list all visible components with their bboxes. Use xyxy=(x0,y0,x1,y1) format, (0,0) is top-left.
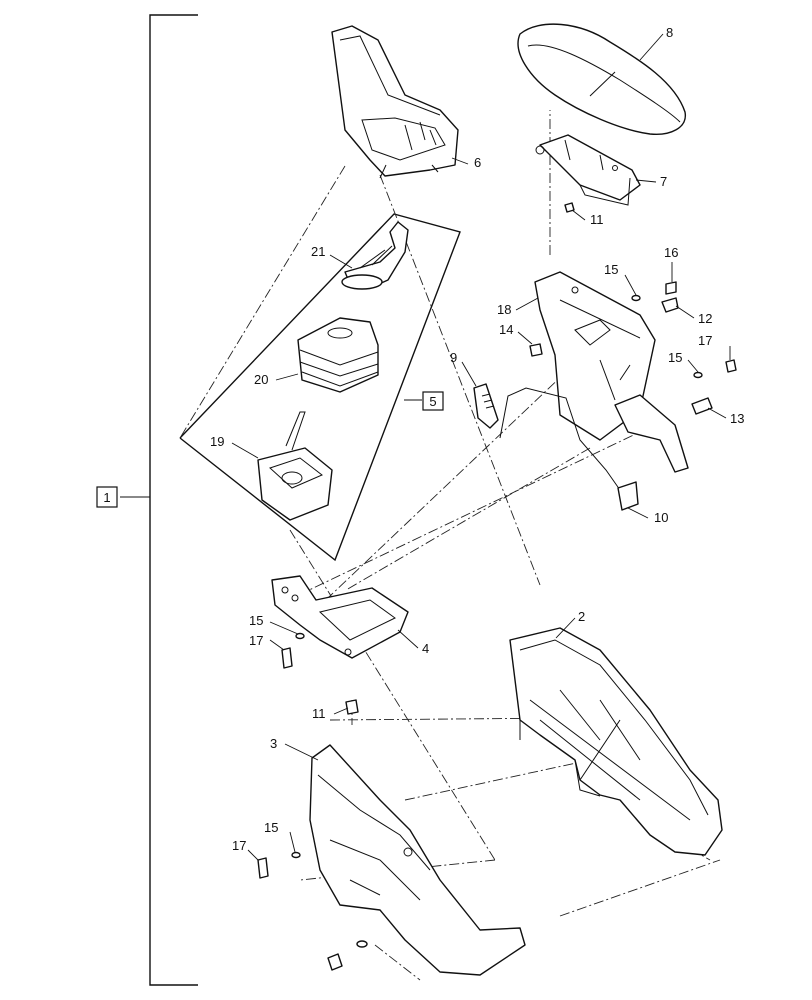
callout-11-upper: 11 xyxy=(590,212,604,227)
phantom-lines xyxy=(179,110,721,981)
callout-3: 3 xyxy=(270,736,277,751)
leader-13 xyxy=(707,407,727,419)
console-cover-left xyxy=(284,743,526,976)
seat-base-cushion xyxy=(331,25,469,179)
nut-14 xyxy=(517,331,543,357)
washer-15-left xyxy=(269,621,305,640)
seat-bracket xyxy=(535,134,657,206)
console-cover-right xyxy=(509,617,723,856)
spring-plate xyxy=(461,361,499,429)
joystick-boot xyxy=(275,317,379,393)
callout-15-left: 15 xyxy=(249,613,263,628)
callout-13: 13 xyxy=(730,411,744,426)
joystick-base xyxy=(231,411,333,521)
leader-15-right xyxy=(687,359,699,373)
callout-4: 4 xyxy=(422,641,429,656)
leader-7 xyxy=(635,179,657,183)
nut-lower xyxy=(333,699,359,715)
callout-20: 20 xyxy=(254,372,268,387)
bolt-17-bottom xyxy=(247,849,269,879)
leader-18 xyxy=(515,297,539,311)
washer-15-right xyxy=(687,359,703,379)
callout-2: 2 xyxy=(578,609,585,624)
bolt-12 xyxy=(661,297,695,319)
callout-12: 12 xyxy=(698,311,712,326)
callout-17-left: 17 xyxy=(249,633,263,648)
callout-15-bottom: 15 xyxy=(264,820,278,835)
leader-19 xyxy=(231,442,259,459)
control-cable xyxy=(499,387,649,519)
leader-2 xyxy=(555,617,576,639)
callout-15-right: 15 xyxy=(668,350,682,365)
leader-21 xyxy=(329,254,353,269)
bolt-17-right xyxy=(725,346,737,373)
callout-box-5 xyxy=(422,391,444,411)
leader-14 xyxy=(517,331,533,345)
nut-upper xyxy=(564,202,586,221)
leader-8 xyxy=(639,33,664,61)
leader-15-upper xyxy=(624,274,637,296)
leader-9 xyxy=(461,361,477,387)
leader-11-lower xyxy=(333,707,349,715)
callout-17-right: 17 xyxy=(698,333,712,348)
leader-12 xyxy=(675,305,695,319)
callout-21: 21 xyxy=(311,244,325,259)
callout-14: 14 xyxy=(499,322,513,337)
callout-6: 6 xyxy=(474,155,481,170)
washer-15-bottom xyxy=(289,831,301,859)
callout-1: 1 xyxy=(103,490,110,505)
leader-17-bottom xyxy=(247,849,259,861)
bolt-13 xyxy=(691,397,727,419)
lower-plate xyxy=(271,575,419,659)
leader-17-left xyxy=(269,639,285,651)
callout-16: 16 xyxy=(664,245,678,260)
callout-box-1 xyxy=(96,486,118,508)
leader-11-upper xyxy=(571,209,586,221)
fastener-16 xyxy=(665,262,677,295)
leader-15-left xyxy=(269,621,299,635)
callout-10: 10 xyxy=(654,510,668,525)
leader-20 xyxy=(275,373,299,381)
callout-7: 7 xyxy=(660,174,667,189)
washer-15-upper xyxy=(624,274,641,302)
callout-18: 18 xyxy=(497,302,511,317)
joystick-grip xyxy=(329,221,409,290)
callout-9: 9 xyxy=(450,350,457,365)
leader-4 xyxy=(397,629,419,649)
bolt-17-left xyxy=(269,639,293,669)
leader-3 xyxy=(284,743,319,761)
callout-11-lower: 11 xyxy=(312,706,326,721)
bottom-fasteners xyxy=(327,940,368,971)
callout-5: 5 xyxy=(429,394,436,409)
seat-top-cushion xyxy=(517,23,686,135)
assembly-bracket xyxy=(149,14,198,986)
callout-15-upper: 15 xyxy=(604,262,618,277)
callout-8: 8 xyxy=(666,25,673,40)
leader-15-bottom xyxy=(289,831,296,853)
leader-6 xyxy=(451,157,469,165)
leader-10 xyxy=(627,507,649,519)
callout-17-bottom: 17 xyxy=(232,838,246,853)
subassembly-bracket xyxy=(179,213,461,562)
callout-19: 19 xyxy=(210,434,224,449)
